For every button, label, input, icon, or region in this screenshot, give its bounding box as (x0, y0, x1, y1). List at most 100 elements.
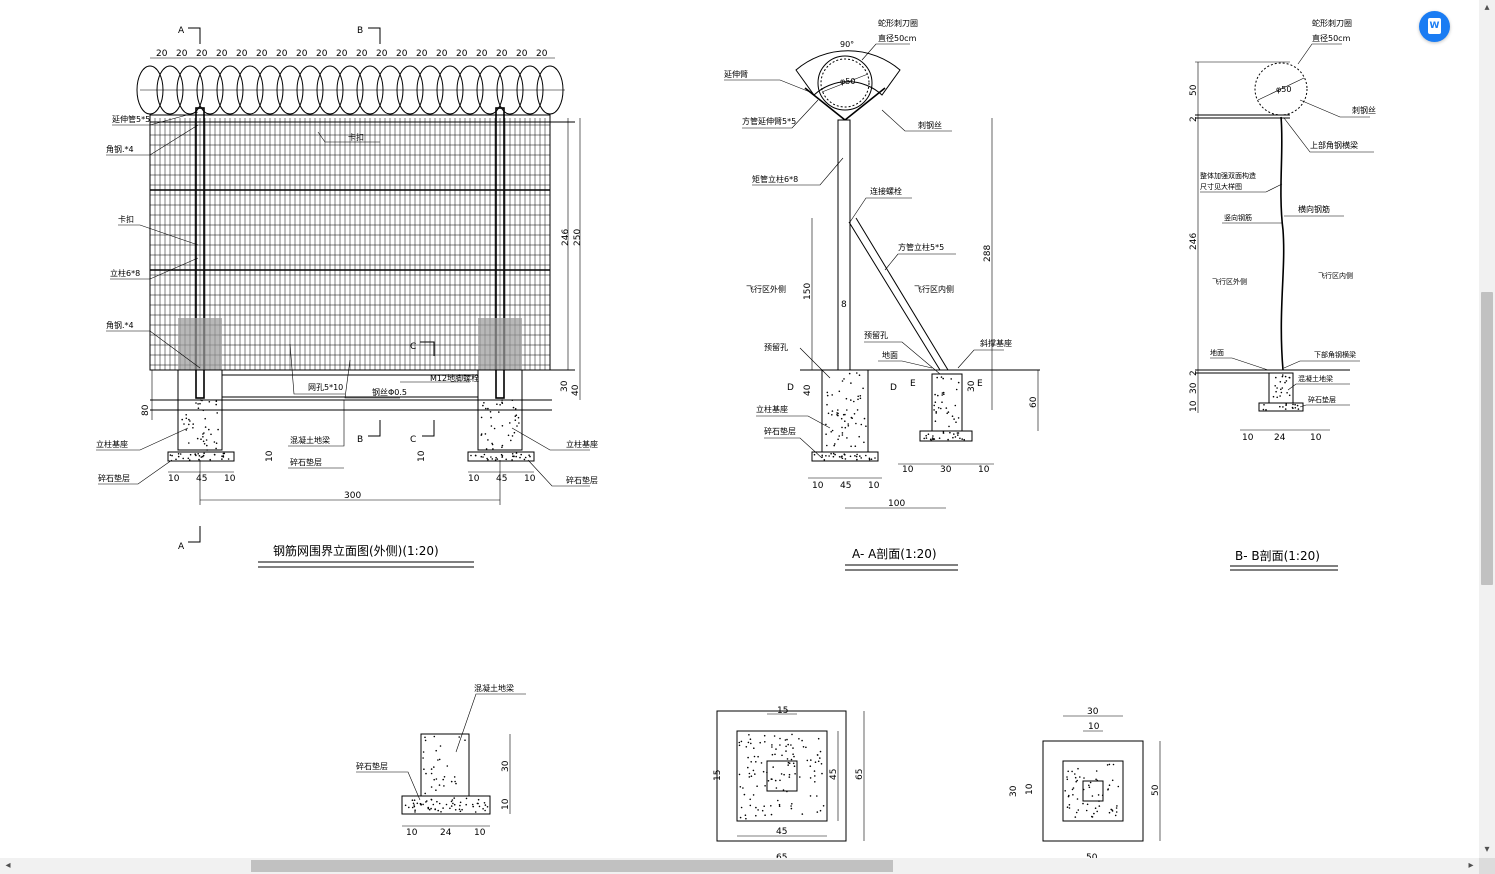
aa-dim-30-base: 30 (940, 465, 952, 475)
bb-outside: 飞行区外侧 (1212, 277, 1247, 286)
section-bb-title: B- B剖面(1:20) (1235, 549, 1320, 563)
svg-text:20: 20 (176, 49, 188, 59)
bb-label-gravel: 碎石垫层 (1308, 395, 1336, 404)
svg-text:10: 10 (1088, 722, 1100, 732)
bb-dim-30: 30 (1189, 382, 1199, 394)
svg-text:20: 20 (356, 49, 368, 59)
svg-text:20: 20 (256, 49, 268, 59)
svg-text:30: 30 (501, 760, 511, 772)
aa-label-square-brace: 方管立柱5*5 (898, 242, 944, 252)
bb-horizontal-rebar: 横向钢筋 (1298, 204, 1330, 214)
svg-text:20: 20 (476, 49, 488, 59)
bb-razor-dia: 直径50cm (1312, 33, 1351, 43)
section-marker-a-bottom: A (178, 542, 185, 552)
aa-razor-wire: 蛇形刺刀圈 (878, 18, 918, 28)
detail-ground-beam: 混凝土地梁 碎石垫层 30 10 10 24 10 (356, 683, 526, 838)
bb-gravel (1258, 402, 1304, 412)
aa-label-reserved-hole-left: 预留孔 (764, 342, 788, 352)
aa-label-square-tube: 方管延伸臂5*5 (742, 116, 796, 126)
right-post (495, 107, 505, 399)
bb-note-2: 尺寸见大样图 (1200, 182, 1242, 191)
aa-post-base (821, 369, 869, 453)
horizontal-scroll-thumb[interactable] (251, 860, 893, 872)
document-icon (1428, 18, 1441, 34)
label-gravel-left: 碎石垫层 (98, 473, 130, 483)
svg-text:20: 20 (216, 49, 228, 59)
aa-angle-90: 90° (840, 40, 854, 49)
aa-label-extension: 延伸臂 (724, 69, 748, 79)
aa-label-connecting-bolt: 连接螺栓 (870, 186, 902, 196)
svg-text:30: 30 (1009, 785, 1019, 797)
section-marker-a-top: A (178, 26, 185, 36)
aa-label-post-base: 立柱基座 (756, 404, 788, 414)
bb-inside: 飞行区内侧 (1318, 271, 1353, 280)
svg-text:20: 20 (276, 49, 288, 59)
left-post (195, 107, 205, 399)
svg-text:24: 24 (440, 828, 452, 838)
svg-text:2: 2 (1189, 370, 1199, 376)
aa-dim-40: 40 (803, 384, 813, 396)
aa-marker-e-right: E (977, 379, 983, 389)
bb-dim-24: 24 (1274, 433, 1286, 443)
ground-beam (221, 374, 479, 398)
svg-text:10: 10 (474, 828, 486, 838)
aa-label-ground: 地面 (882, 350, 898, 360)
aa-label-barbed-wire: 刺钢丝 (918, 120, 942, 130)
scroll-right-arrow[interactable]: ▸ (1468, 860, 1474, 871)
svg-text:50: 50 (1086, 853, 1098, 858)
svg-text:10: 10 (524, 474, 536, 484)
label-mesh-hole: 网孔5*10 (308, 383, 343, 392)
detail-brace-base-plan: 30 10 30 10 50 50 (1009, 707, 1161, 858)
aa-post (837, 119, 851, 371)
section-aa-view: φ50 90° 蛇形刺刀圈 直径50cm 延伸臂 方管延伸臂5*5 刺钢丝 矩管… (724, 18, 1040, 571)
svg-text:10: 10 (501, 798, 511, 810)
bb-ground: 地面 (1210, 348, 1224, 357)
aa-marker-e-left: E (910, 379, 916, 389)
aa-label-inside: 飞行区内侧 (914, 284, 954, 294)
svg-text:20: 20 (376, 49, 388, 59)
scroll-down-arrow[interactable]: ▾ (1484, 844, 1490, 855)
detail-post-base-plan: 15 15 45 45 65 65 (713, 706, 865, 858)
dim-45-left: 45 (196, 474, 207, 484)
svg-text:10: 10 (978, 465, 990, 475)
svg-text:10: 10 (868, 481, 880, 491)
dim-span-300: 300 (344, 491, 361, 501)
aa-dim-45: 45 (840, 481, 851, 491)
elevation-title: 钢筋网围界立面图(外侧)(1:20) (273, 543, 439, 558)
svg-text:20: 20 (156, 49, 168, 59)
aa-label-post-tube: 矩管立柱6*8 (752, 174, 798, 184)
aa-razor-dia: 直径50cm (878, 33, 917, 43)
aa-marker-d-right: D (890, 383, 897, 393)
svg-text:20: 20 (536, 49, 548, 59)
section-marker-c-top: C (410, 342, 416, 352)
aa-label-outside: 飞行区外侧 (746, 284, 786, 294)
label-angle-steel-top: 角钢.*4 (106, 144, 134, 154)
section-marker-b-top: B (357, 26, 363, 36)
svg-text:10: 10 (1242, 433, 1254, 443)
aa-label-gravel: 碎石垫层 (764, 426, 796, 436)
wps-document-button[interactable]: W (1419, 11, 1450, 42)
svg-text:10: 10 (468, 474, 480, 484)
detail-beam-label: 混凝土地梁 (474, 683, 514, 693)
drawing-viewport: A B 20 20 20 20 20 20 20 20 20 20 20 20 … (96, 11, 1450, 858)
bb-upper-angle: 上部角钢横梁 (1310, 140, 1358, 150)
detail-gravel-label: 碎石垫层 (356, 761, 388, 771)
svg-text:20: 20 (196, 49, 208, 59)
svg-text:20: 20 (436, 49, 448, 59)
vertical-scroll-thumb[interactable] (1481, 292, 1493, 585)
bb-note-1: 整体加强双面构造 (1200, 171, 1256, 180)
aa-gravel-left (811, 451, 879, 462)
svg-text:20: 20 (396, 49, 408, 59)
scroll-left-arrow[interactable]: ◂ (5, 860, 11, 871)
svg-text:20: 20 (516, 49, 528, 59)
bb-phi50: φ50 (1276, 85, 1291, 94)
top-spacing-labels: 20 20 20 20 20 20 20 20 20 20 20 20 20 2… (156, 49, 548, 59)
svg-text:15: 15 (777, 706, 788, 716)
scroll-up-arrow[interactable]: ▴ (1484, 2, 1490, 13)
aa-dim-8: 8 (841, 300, 847, 310)
svg-text:10: 10 (406, 828, 418, 838)
svg-text:20: 20 (236, 49, 248, 59)
label-concrete-beam: 混凝土地梁 (290, 435, 330, 445)
bb-razor-wire: 蛇形刺刀圈 (1312, 18, 1352, 28)
aa-dim-150: 150 (803, 283, 813, 300)
